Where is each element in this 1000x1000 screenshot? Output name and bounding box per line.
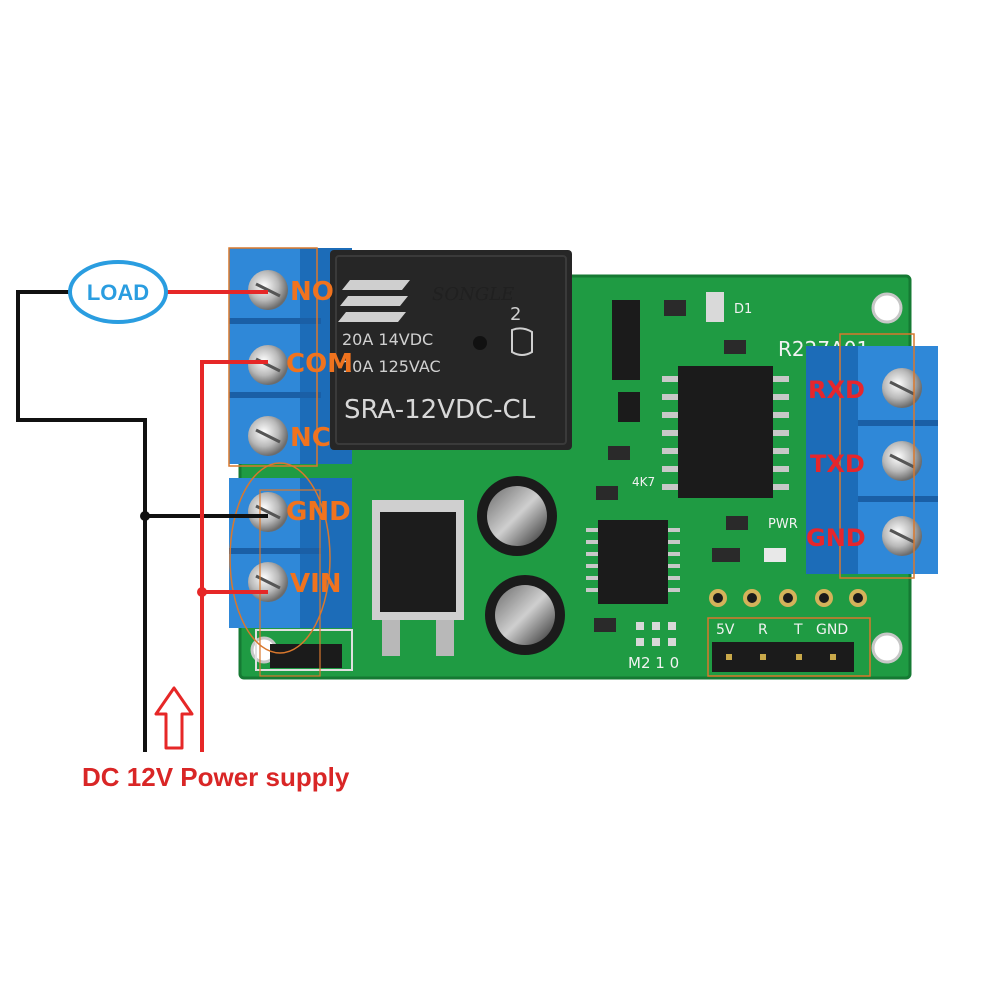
load-label: LOAD <box>87 280 149 305</box>
relay-rating-1: 20A 14VDC <box>342 330 433 349</box>
pin-label-rxd: RXD <box>808 376 865 404</box>
wire-red <box>162 290 268 752</box>
smd-resistor <box>594 618 616 632</box>
smd-resistor <box>664 300 686 316</box>
header-r-label: R <box>758 622 768 638</box>
capacitor-lower <box>485 575 565 655</box>
header-5v-label: 5V <box>716 622 735 638</box>
silk-mode-row: M2 1 0 <box>628 654 679 672</box>
mode-jumper-pads <box>636 622 676 646</box>
relay-model: SRA-12VDC-CL <box>344 395 536 425</box>
power-input-outline <box>229 462 331 654</box>
up-arrow-icon <box>154 686 194 750</box>
pin-label-gnd-left: GND <box>286 497 351 527</box>
relay-mark: 2 <box>510 304 521 325</box>
voltage-regulator <box>372 500 464 656</box>
smd-diode <box>706 292 724 322</box>
pad-row <box>709 589 867 607</box>
smd-resistor <box>712 548 740 562</box>
pin-label-com: COM <box>286 349 353 379</box>
pin-label-txd: TXD <box>810 450 865 478</box>
pwr-led <box>764 548 786 562</box>
wire-black <box>16 290 268 752</box>
power-supply-caption: DC 12V Power supply <box>82 762 350 792</box>
header-gnd-label: GND <box>816 622 848 638</box>
silk-pwr: PWR <box>768 517 798 532</box>
silk-4k7: 4K7 <box>632 475 655 489</box>
board-outline-orange <box>259 489 321 677</box>
ic-main <box>662 366 789 498</box>
power-jumper <box>255 629 353 671</box>
smd-resistor <box>724 340 746 354</box>
wire-junction <box>197 587 207 597</box>
pin-label-vin: VIN <box>290 569 342 599</box>
smd-resistor <box>726 516 748 530</box>
pin-label-gnd-right: GND <box>806 524 866 552</box>
wire-junction <box>140 511 150 521</box>
pin-label-nc: NC <box>290 423 331 453</box>
relay-contacts-outline <box>228 247 318 467</box>
left-pin-labels: NO COM NC GND VIN <box>286 277 353 599</box>
transistor <box>612 300 640 380</box>
right-pin-labels: RXD TXD GND <box>806 376 866 552</box>
relay-brand: SONGLE <box>432 284 514 305</box>
smd-resistor <box>596 486 618 500</box>
mounting-hole <box>871 292 903 324</box>
load-ellipse <box>68 260 168 324</box>
silk-d1: D1 <box>734 302 752 317</box>
right-terminal-block <box>806 333 938 579</box>
relay-rating-2: 10A 125VAC <box>342 357 441 376</box>
relay: SONGLE 2 20A 14VDC 10A 125VAC SRA-12VDC-… <box>330 250 572 450</box>
capacitor-upper <box>477 476 557 556</box>
header-t-label: T <box>793 622 803 638</box>
smd-resistor <box>608 446 630 460</box>
serial-header: 5V R T GND <box>707 617 871 677</box>
pin-label-no: NO <box>290 277 334 307</box>
mounting-hole <box>871 632 903 664</box>
left-terminal-block-lower <box>229 478 352 628</box>
transistor <box>618 392 640 422</box>
ic-secondary <box>586 520 680 604</box>
